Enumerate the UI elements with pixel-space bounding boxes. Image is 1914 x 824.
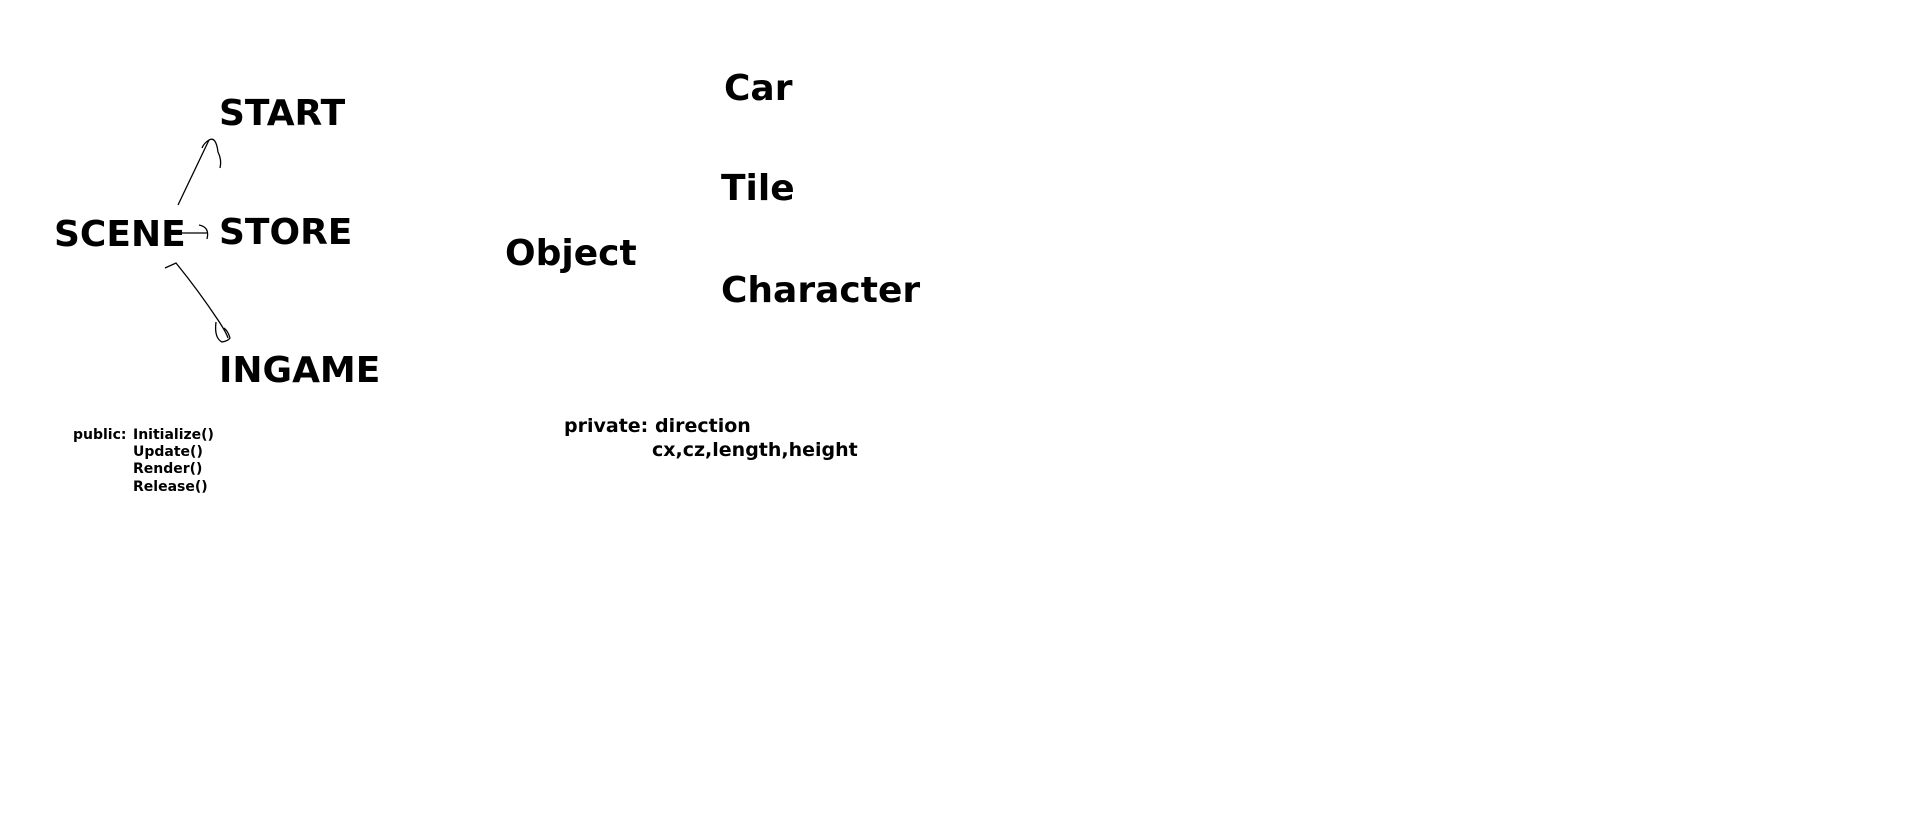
object-node: Object xyxy=(505,233,637,274)
arrow-scene-to-ingame xyxy=(164,262,231,343)
method-update: Update() xyxy=(133,444,203,460)
private-label: private: xyxy=(564,415,649,437)
arrow-scene-to-store xyxy=(173,224,209,240)
member-direction: direction xyxy=(655,415,751,437)
store-node: STORE xyxy=(219,212,353,253)
arrow-scene-to-start xyxy=(177,138,222,206)
method-release: Release() xyxy=(133,479,208,495)
member-dimensions: cx,cz,length,height xyxy=(652,439,858,461)
scene-node: SCENE xyxy=(54,214,186,255)
character-node: Character xyxy=(721,270,921,311)
ingame-node: INGAME xyxy=(219,350,381,391)
public-label: public: xyxy=(73,427,127,443)
method-initialize: Initialize() xyxy=(133,427,214,443)
tile-node: Tile xyxy=(721,168,795,209)
method-render: Render() xyxy=(133,461,203,477)
start-node: START xyxy=(219,93,346,134)
car-node: Car xyxy=(724,68,793,109)
